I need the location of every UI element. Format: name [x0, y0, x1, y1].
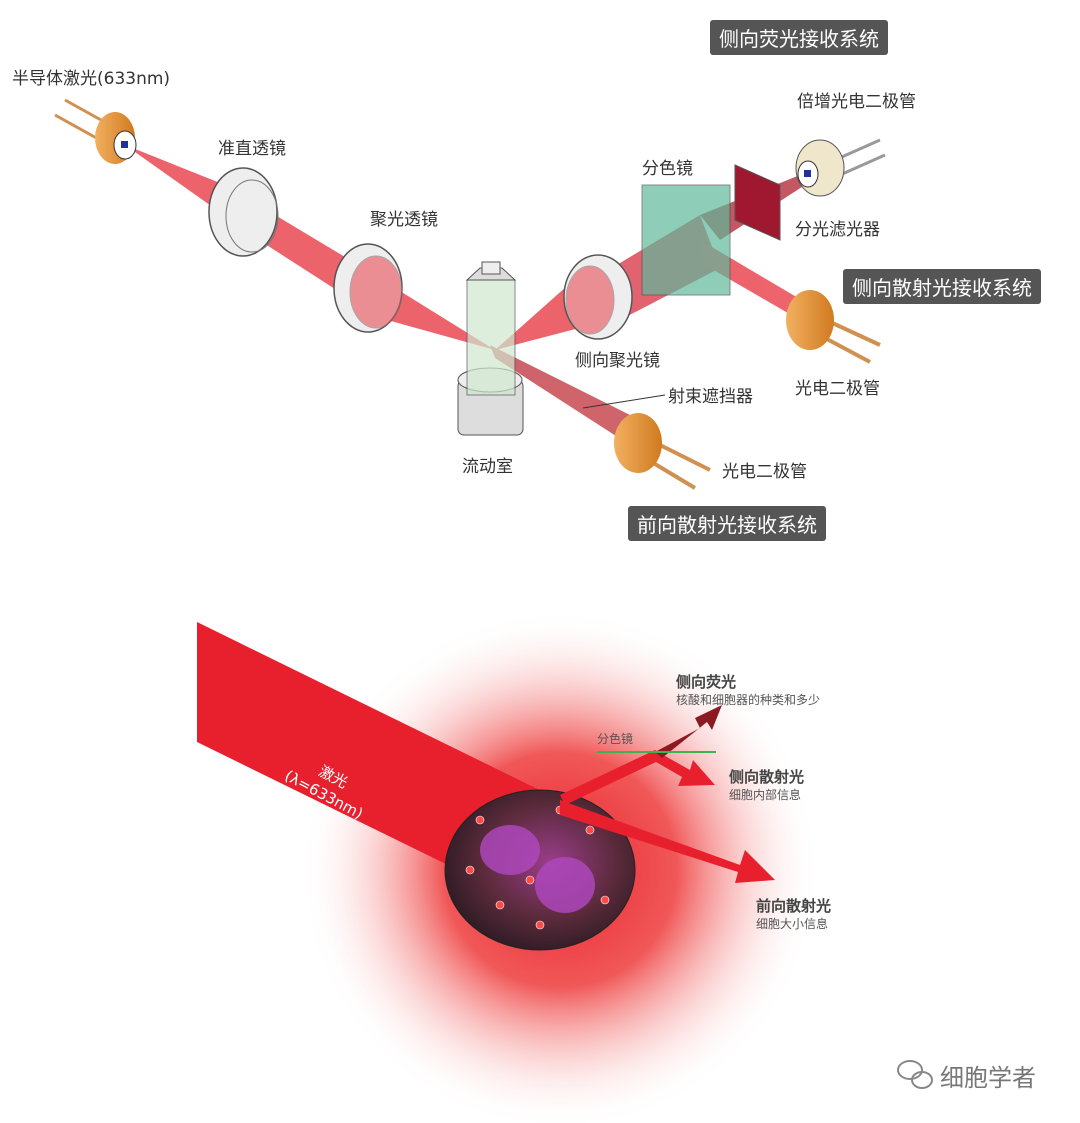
- collimator-label: 准直透镜: [218, 139, 286, 159]
- laser-diode-icon: [54, 98, 137, 164]
- dichroic-label: 分色镜: [642, 159, 693, 179]
- forward-scatter-system-label: 前向散射光接收系统: [628, 506, 826, 541]
- side-photodiode-label: 光电二极管: [795, 379, 880, 399]
- dichroic-mirror-icon: [641, 184, 731, 296]
- pmt-icon: [795, 138, 886, 197]
- side-lens-icon: [563, 254, 633, 340]
- watermark: 细胞学者: [940, 1064, 1036, 1092]
- flow-cell-label: 流动室: [462, 457, 513, 477]
- beam-stopper-label: 射束遮挡器: [668, 387, 753, 407]
- fluor-title: 侧向荧光: [676, 673, 737, 691]
- wechat-icon: [897, 1060, 933, 1089]
- side-lens-label: 侧向聚光镜: [575, 351, 660, 371]
- side-photodiode-icon: [786, 290, 881, 364]
- forward-scatter-arrow: [560, 800, 775, 883]
- beam-stopper-pointer: [582, 394, 666, 409]
- laser-label: 半导体激光(633nm): [12, 69, 171, 89]
- forward-photodiode-icon: [614, 413, 711, 490]
- forward-title: 前向散射光: [756, 897, 832, 915]
- side-scatter-system-label: 侧向散射光接收系统: [843, 269, 1041, 304]
- filter-label: 分光滤光器: [795, 220, 880, 240]
- forward-desc: 细胞大小信息: [756, 917, 829, 931]
- side-scatter-arrow: [560, 750, 715, 805]
- side-desc: 细胞内部信息: [729, 788, 802, 802]
- bottom-dichroic-label: 分色镜: [597, 732, 634, 746]
- condenser-label: 聚光透镜: [370, 210, 438, 230]
- side-fluorescence-arrow: [655, 705, 722, 758]
- condenser-lens-icon: [333, 243, 403, 333]
- collimator-lens-icon: [208, 167, 279, 257]
- cell-icon: [444, 789, 636, 951]
- flow-cell-icon: [457, 261, 524, 436]
- filter-icon: [734, 164, 781, 241]
- side-title: 侧向散射光: [729, 768, 805, 786]
- forward-photodiode-label: 光电二极管: [722, 462, 807, 482]
- fluorescence-system-label: 侧向荧光接收系统: [710, 20, 888, 55]
- fluor-desc: 核酸和细胞器的种类和多少: [676, 693, 821, 707]
- pmt-label: 倍增光电二极管: [797, 92, 916, 112]
